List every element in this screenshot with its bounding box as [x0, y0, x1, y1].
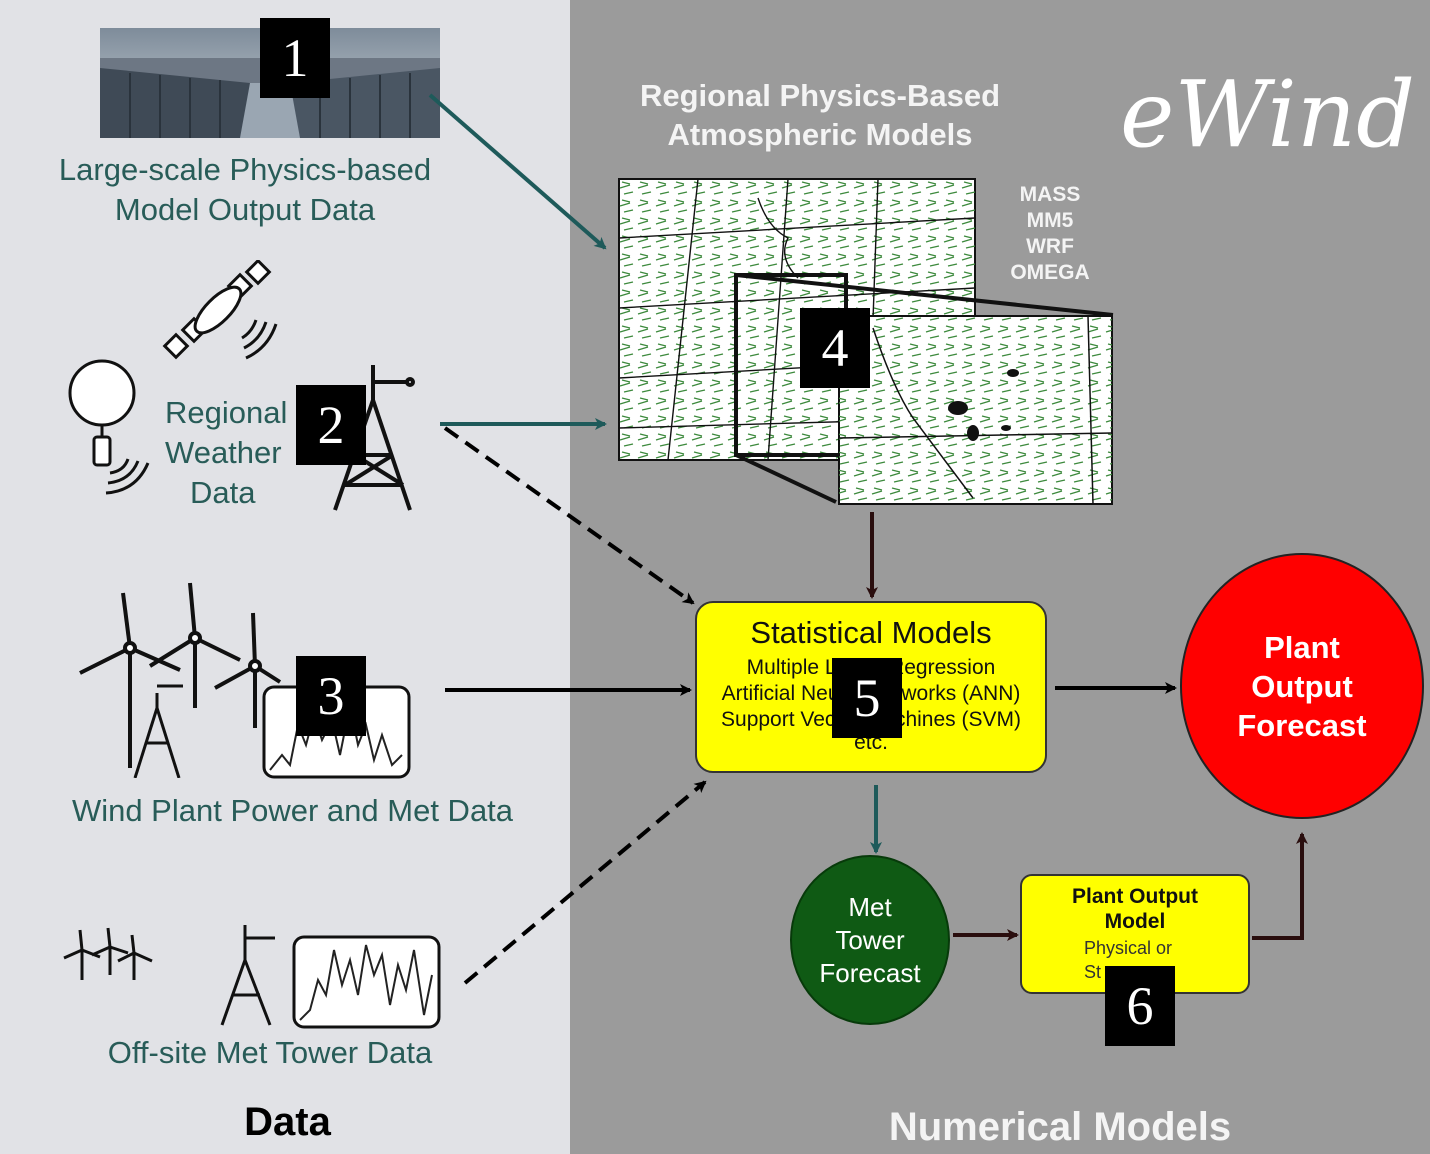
- model-names-list: MASS MM5 WRF OMEGA: [995, 182, 1105, 286]
- regional-weather-line2: Weather: [165, 435, 282, 470]
- regional-models-title-line1: Regional Physics-Based: [639, 78, 1001, 113]
- statistical-models-title: Statistical Models: [750, 615, 992, 650]
- offsite-label: Off-site Met Tower Data: [107, 1035, 433, 1070]
- data-footer: Data: [244, 1100, 331, 1144]
- regional-weather-line3: Data: [190, 475, 256, 510]
- plant-model-line4: St: [1084, 962, 1102, 982]
- met-tower-forecast-text: Met Tower Forecast: [819, 891, 920, 990]
- large-scale-label-line2: Model Output Data: [114, 192, 376, 227]
- met-tower-forecast-circle: Met Tower Forecast: [790, 855, 950, 1025]
- badge-6: 6: [1105, 966, 1175, 1046]
- model-name-mm5: MM5: [1026, 209, 1074, 232]
- plant-output-model-title: Plant Output Model: [1022, 884, 1248, 934]
- wind-plant-label: Wind Plant Power and Met Data: [71, 793, 514, 828]
- regional-models-title: Regional Physics-Based Atmospheric Model…: [600, 76, 1040, 154]
- offsite-met-tower-icon: [220, 925, 275, 1026]
- large-scale-label: Large-scale Physics-based Model Output D…: [30, 150, 460, 230]
- badge-1: 1: [260, 18, 330, 98]
- model-name-omega: OMEGA: [1010, 261, 1090, 284]
- numerical-models-footer: Numerical Models: [888, 1105, 1232, 1149]
- badge-4: 4: [800, 308, 870, 388]
- wind-turbines-icon: [79, 582, 282, 778]
- plant-model-line2: Model: [1104, 910, 1166, 933]
- regional-weather-label: Regional Weather Data: [165, 393, 305, 513]
- ewind-title: eWind: [1120, 61, 1415, 168]
- weather-balloon-icon: [68, 359, 150, 495]
- badge-2: 2: [296, 385, 366, 465]
- plant-output-model-subtitle: Physical or St: [1084, 936, 1248, 984]
- regional-models-title-line2: Atmospheric Models: [667, 117, 973, 152]
- regional-weather-line1: Regional: [165, 395, 288, 430]
- plant-forecast-line2: Output: [1251, 668, 1353, 704]
- plant-output-forecast-circle: Plant Output Forecast: [1180, 553, 1424, 819]
- plant-model-line1: Plant Output: [1072, 885, 1198, 908]
- regional-model-maps: [618, 178, 1114, 505]
- satellite-icon: [162, 260, 278, 360]
- badge-3: 3: [296, 656, 366, 736]
- plant-forecast-line3: Forecast: [1237, 707, 1367, 743]
- plant-output-model-box: Plant Output Model Physical or St: [1020, 874, 1250, 994]
- model-name-mass: MASS: [1019, 183, 1081, 206]
- met-tower-line1: Met: [848, 891, 892, 922]
- offsite-power-chart: [292, 935, 441, 1029]
- large-scale-label-line1: Large-scale Physics-based: [58, 152, 432, 187]
- plant-output-forecast-text: Plant Output Forecast: [1237, 628, 1366, 745]
- offsite-turbines-icon: [63, 927, 153, 980]
- badge-5: 5: [832, 658, 902, 738]
- met-tower-line3: Forecast: [819, 957, 921, 988]
- model-name-wrf: WRF: [1026, 235, 1074, 258]
- met-tower-line2: Tower: [835, 924, 905, 955]
- plant-forecast-line1: Plant: [1264, 629, 1340, 665]
- plant-model-line3: Physical or: [1084, 938, 1173, 958]
